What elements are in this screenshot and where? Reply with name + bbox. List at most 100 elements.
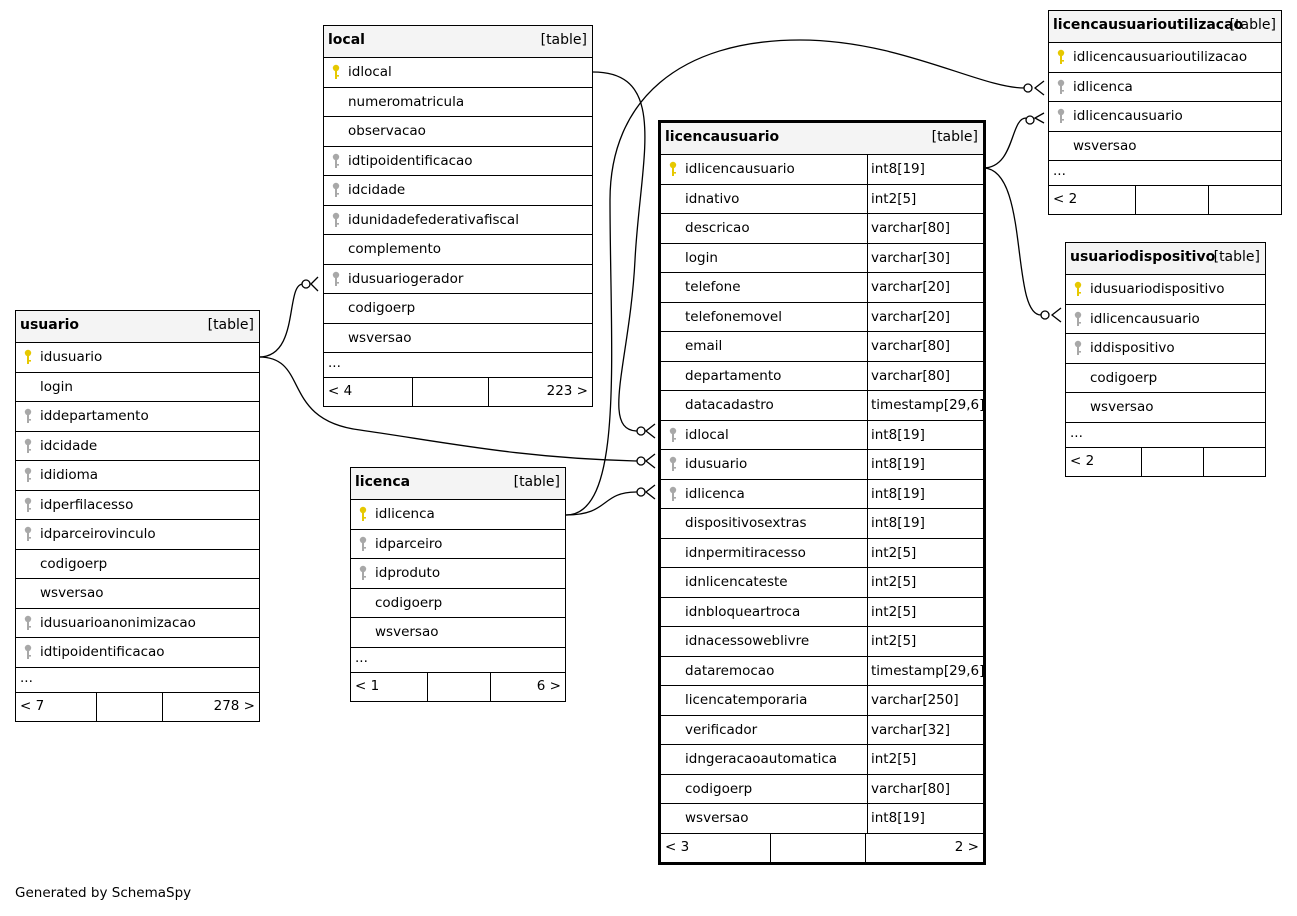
column-type: int8[19] bbox=[867, 155, 983, 184]
column-row[interactable]: departamento varchar[80] bbox=[661, 361, 983, 391]
column-type: varchar[32] bbox=[867, 715, 983, 744]
table-tag: [table] bbox=[540, 32, 587, 48]
column-name: idlicencausuario bbox=[1090, 310, 1200, 327]
generated-by-credit: Generated by SchemaSpy bbox=[15, 885, 192, 901]
column-row[interactable]: wsversao bbox=[1049, 132, 1281, 161]
column-row[interactable]: ididioma bbox=[16, 461, 259, 491]
column-row[interactable]: idlocal bbox=[324, 58, 592, 88]
column-row[interactable]: idusuario bbox=[16, 343, 259, 373]
column-row[interactable]: idperfilacesso bbox=[16, 491, 259, 520]
column-name: idlicenca bbox=[685, 485, 745, 502]
more-columns: ... bbox=[351, 648, 565, 673]
column-row[interactable]: codigoerp bbox=[1066, 364, 1265, 393]
column-row[interactable]: codigoerp bbox=[324, 294, 592, 324]
column-name: idtipoidentificacao bbox=[40, 644, 165, 660]
column-name: idnlicencateste bbox=[685, 574, 788, 590]
column-name: idlicencausuarioutilizacao bbox=[1073, 49, 1248, 65]
column-name: idnpermitiracesso bbox=[685, 544, 806, 561]
column-type: timestamp[29,6] bbox=[867, 656, 984, 685]
column-row[interactable]: iddispositivo bbox=[1066, 334, 1265, 364]
table-title: usuariodispositivo bbox=[1070, 249, 1216, 265]
column-row[interactable]: idproduto bbox=[351, 559, 565, 589]
column-name: licencatemporaria bbox=[685, 692, 808, 708]
table-title: licencausuarioutilizacao bbox=[1053, 17, 1244, 33]
edge-local-licencausuario bbox=[592, 71, 646, 432]
column-name: idperfilacesso bbox=[40, 496, 134, 513]
column-name: dispositivosextras bbox=[685, 515, 807, 531]
column-row[interactable]: idlicenca bbox=[351, 500, 565, 530]
column-row[interactable]: idparceiro bbox=[351, 530, 565, 559]
column-name: idngeracaoautomatica bbox=[685, 751, 838, 767]
column-row[interactable]: idusuariodispositivo bbox=[1066, 275, 1265, 305]
column-row[interactable]: idunidadefederativafiscal bbox=[324, 206, 592, 235]
column-row[interactable]: idtipoidentificacao bbox=[16, 638, 259, 668]
column-row[interactable]: codigoerp bbox=[16, 550, 259, 579]
column-row[interactable]: wsversao bbox=[16, 579, 259, 609]
column-row[interactable]: numeromatricula bbox=[324, 88, 592, 117]
column-row[interactable]: codigoerp bbox=[351, 589, 565, 618]
edge-licenca-licencausuarioutilizacao bbox=[565, 39, 1025, 516]
column-type: int8[19] bbox=[867, 804, 983, 833]
column-row[interactable]: observacao bbox=[324, 117, 592, 147]
column-name: idparceirovinculo bbox=[40, 526, 156, 542]
column-row[interactable]: complemento bbox=[324, 235, 592, 265]
column-type: varchar[80] bbox=[867, 214, 983, 243]
table-tag: [table] bbox=[931, 129, 978, 145]
column-row[interactable]: dataremocao timestamp[29,6] bbox=[661, 656, 984, 686]
footer-rows bbox=[428, 672, 491, 701]
column-type: varchar[80] bbox=[867, 361, 983, 390]
column-row[interactable]: wsversao bbox=[324, 324, 592, 353]
column-row[interactable]: wsversao bbox=[1066, 393, 1265, 423]
column-row[interactable]: idusuariogerador bbox=[324, 265, 592, 294]
more-columns: ... bbox=[324, 353, 592, 378]
column-row[interactable]: idlicencausuario bbox=[1066, 305, 1265, 334]
column-row[interactable]: iddepartamento bbox=[16, 402, 259, 432]
column-type: timestamp[29,6] bbox=[867, 391, 984, 420]
column-name: departamento bbox=[685, 367, 782, 384]
column-row[interactable]: idparceirovinculo bbox=[16, 520, 259, 550]
table-usuariodispositivo[interactable]: usuariodispositivo[table] idusuariodispo… bbox=[1065, 242, 1266, 477]
column-row[interactable]: wsversao bbox=[351, 618, 565, 648]
column-row[interactable]: wsversao int8[19] bbox=[661, 804, 983, 834]
footer-parents: < 3 bbox=[661, 833, 771, 862]
column-name: wsversao bbox=[685, 810, 749, 826]
column-row[interactable]: idusuarioanonimizacao bbox=[16, 609, 259, 638]
column-row[interactable]: idcidade bbox=[16, 432, 259, 461]
column-row[interactable]: idlicenca bbox=[1049, 73, 1281, 102]
column-row[interactable]: idcidade bbox=[324, 176, 592, 206]
table-licencausuarioutilizacao[interactable]: licencausuarioutilizacao[table] idlicenc… bbox=[1048, 10, 1282, 215]
column-row[interactable]: idtipoidentificacao bbox=[324, 147, 592, 176]
table-tag: [table] bbox=[513, 474, 560, 490]
column-name: dataremocao bbox=[685, 662, 775, 679]
column-row[interactable]: idlicencausuario bbox=[1049, 102, 1281, 132]
table-title: licenca bbox=[355, 474, 411, 490]
column-row[interactable]: idlicencausuarioutilizacao bbox=[1049, 43, 1281, 73]
footer-parents: < 2 bbox=[1049, 186, 1136, 214]
column-row[interactable]: login bbox=[16, 373, 259, 402]
